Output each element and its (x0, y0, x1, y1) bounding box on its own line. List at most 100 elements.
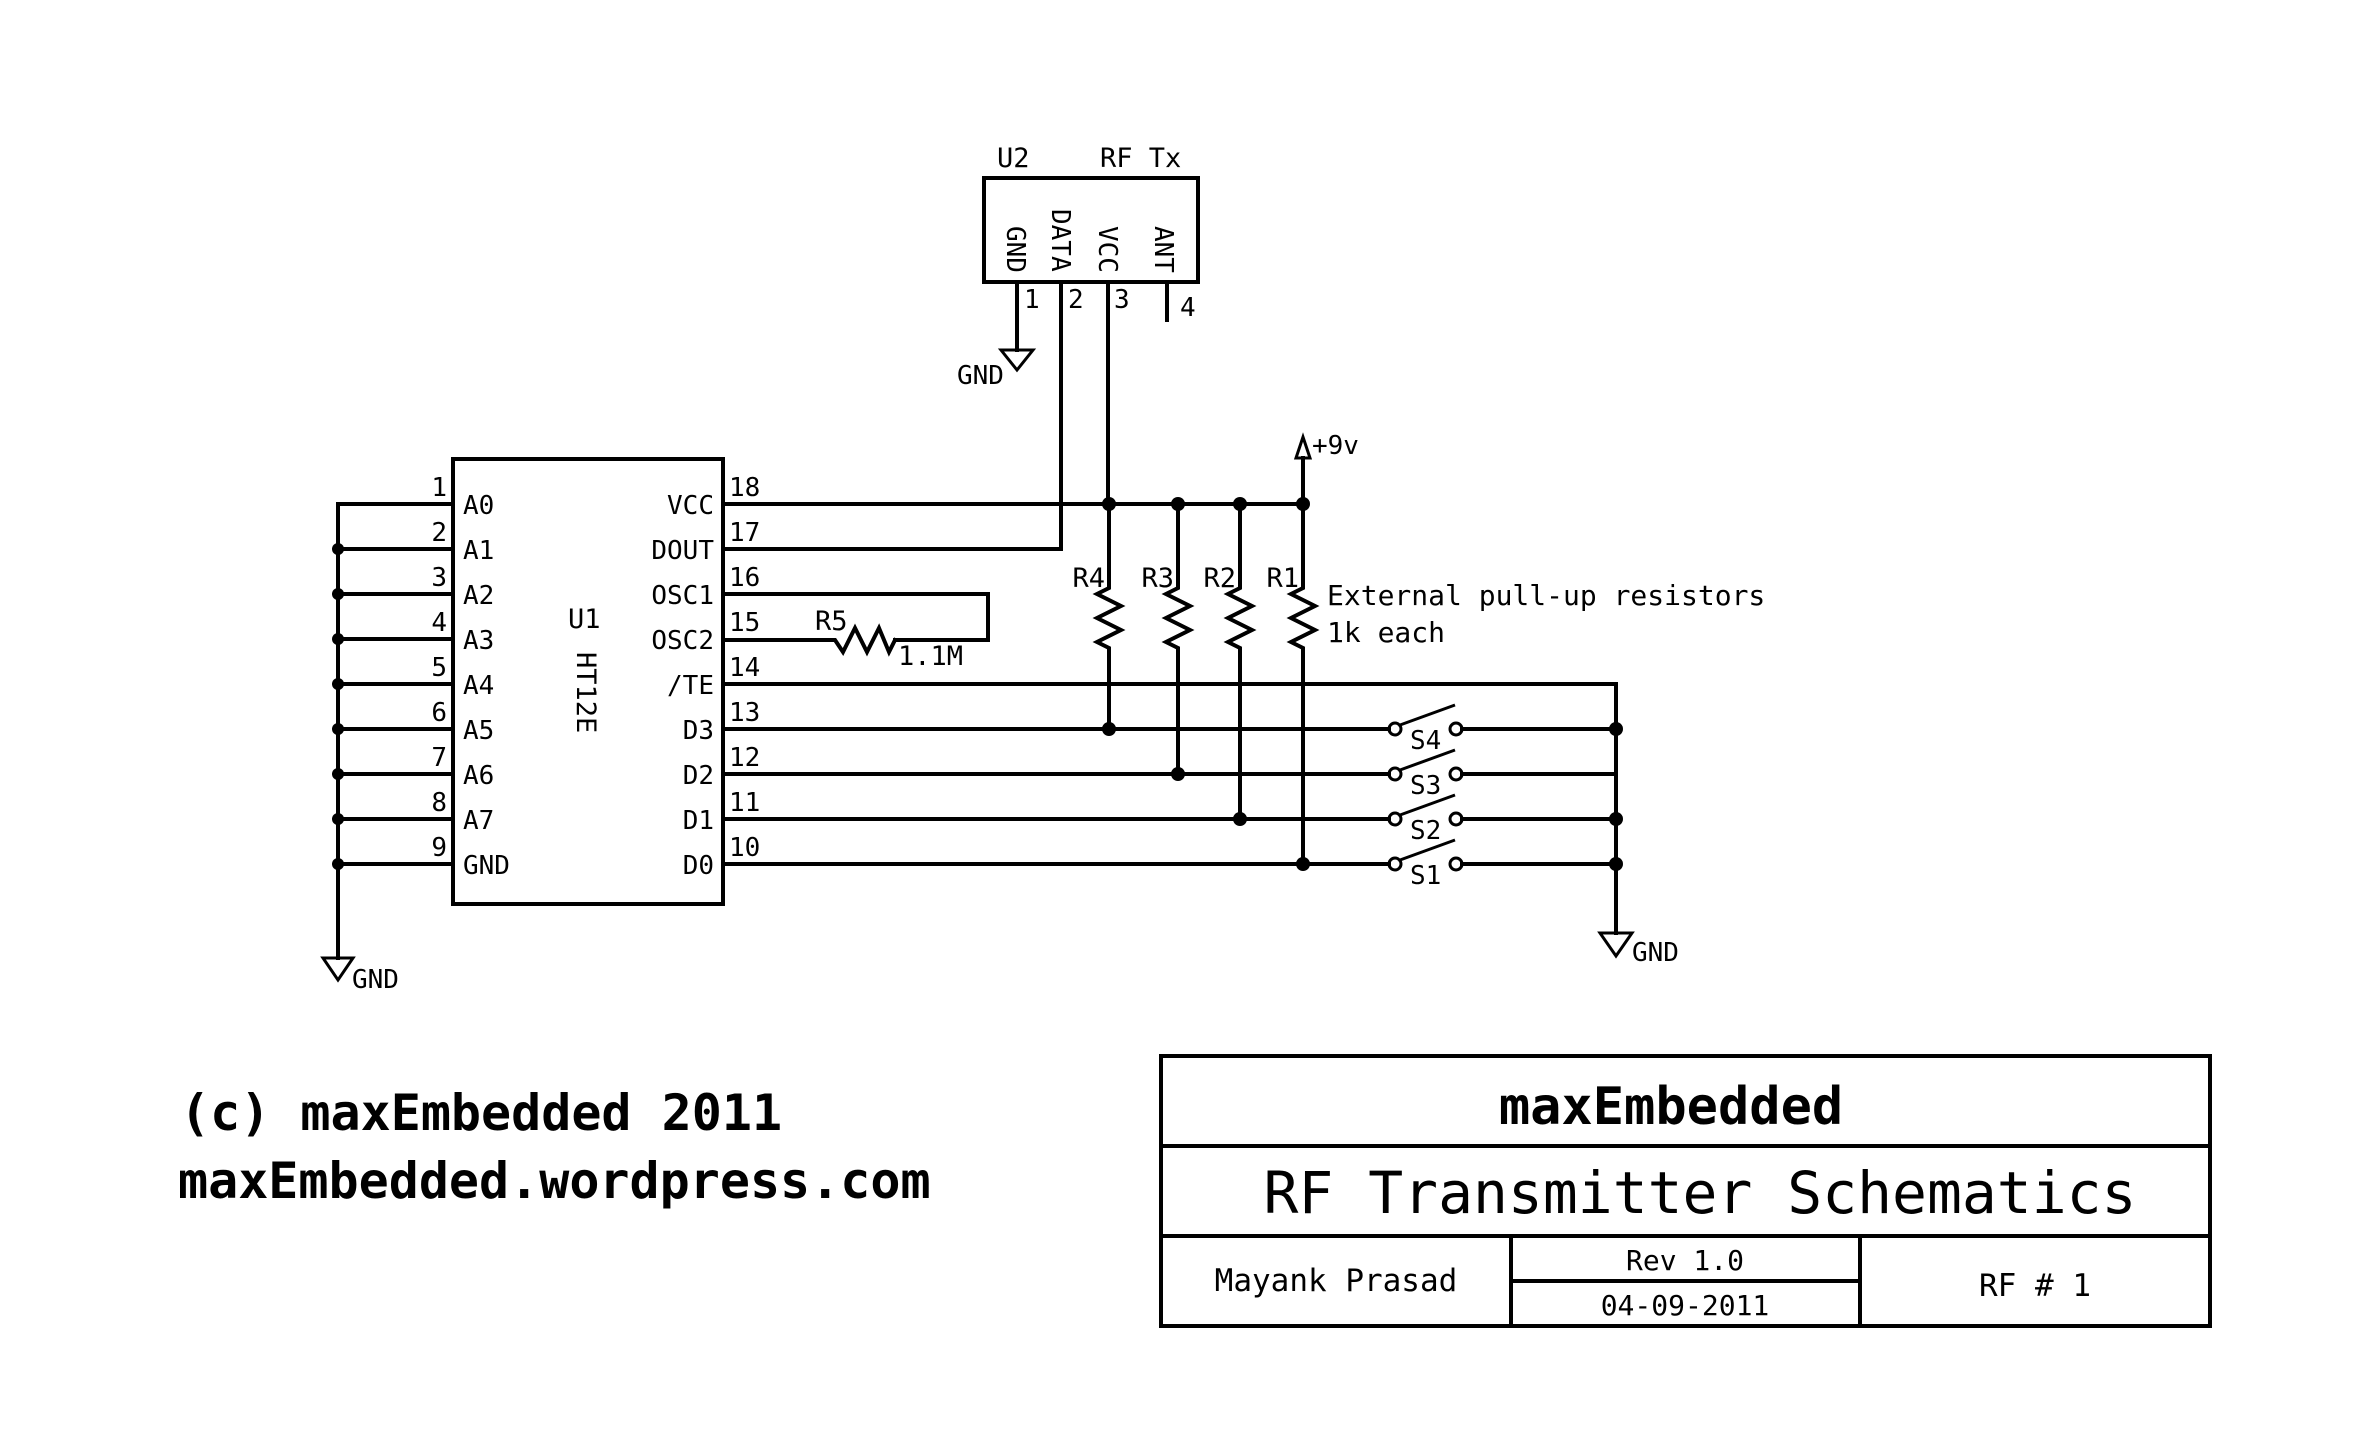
u1-part: HT12E (570, 652, 601, 733)
author-name: Mayank Prasad (1215, 1263, 1458, 1299)
switch-ref: S2 (1410, 816, 1441, 846)
r5-resistor (721, 623, 898, 657)
u1-pin-label: A2 (463, 581, 494, 611)
u1-pin-label: A1 (463, 536, 494, 566)
u1-pin-number: 1 (431, 473, 447, 503)
junction-dot (1609, 857, 1623, 871)
pullup-resistor (1161, 502, 1195, 776)
u2-rf-module: U2 RF Tx GND DATA VCC ANT 1 2 3 4 GND (957, 143, 1200, 391)
ground-icon (1597, 931, 1635, 959)
u1-pin-number: 15 (729, 608, 760, 638)
switch-contact (1387, 721, 1403, 737)
u1-pin-label: A0 (463, 491, 494, 521)
u1-pin-label: A6 (463, 761, 494, 791)
r5-ref: R5 (815, 606, 848, 637)
u1-pin-number: 12 (729, 743, 760, 773)
u1-pin-label: /TE (667, 671, 714, 701)
u1-pin-label: OSC1 (651, 581, 714, 611)
pullup-note-line1: External pull-up resistors (1327, 579, 1765, 612)
u1-pin-number: 5 (431, 653, 447, 683)
u2-gnd-label: GND (957, 361, 1004, 391)
u1-pin-number: 11 (729, 788, 760, 818)
osc1-wire (721, 592, 990, 642)
u2-ref: U2 (997, 143, 1030, 174)
u1-pin-number: 2 (431, 518, 447, 548)
left-gnd-label: GND (352, 965, 399, 995)
pullup-resistor (1286, 502, 1320, 866)
company-name: maxEmbedded (1499, 1077, 1843, 1137)
switch-ref: S1 (1410, 861, 1441, 891)
pullup-resistor (1223, 502, 1257, 821)
u1-pin-label: VCC (667, 491, 714, 521)
u1-pin-number: 8 (431, 788, 447, 818)
pullup-ref: R2 (1203, 563, 1236, 594)
title-block: maxEmbedded RF Transmitter Schematics Ma… (1159, 1054, 2212, 1328)
title-block-frame (1159, 1054, 2212, 1328)
drawing-title: RF Transmitter Schematics (1264, 1159, 2137, 1227)
u2-pin-label-vcc: VCC (1092, 226, 1122, 273)
switch-ref: S3 (1410, 771, 1441, 801)
pullup-resistor (1092, 502, 1126, 731)
u1-pin-number: 4 (431, 608, 447, 638)
u2-pin-num-1: 1 (1024, 285, 1040, 315)
u2-name: RF Tx (1100, 143, 1181, 174)
u1-pin-label: A5 (463, 716, 494, 746)
u1-pin-label: D3 (683, 716, 714, 746)
ground-icon (997, 348, 1037, 373)
pullup-note-line2: 1k each (1327, 616, 1445, 649)
u2-body (982, 176, 1200, 284)
switch-lever (1399, 793, 1456, 817)
revision: Rev 1.0 (1626, 1244, 1744, 1277)
pullup-ref: R1 (1266, 563, 1299, 594)
u1-pin-number: 3 (431, 563, 447, 593)
u1-pin-label: GND (463, 851, 510, 881)
u2-pin-num-4: 4 (1180, 293, 1196, 323)
u1-body (451, 457, 725, 906)
switch-contact (1387, 856, 1403, 872)
switch-ref: S4 (1410, 726, 1441, 756)
pullup-ref: R3 (1141, 563, 1174, 594)
u1-pin-number: 10 (729, 833, 760, 863)
junction-dot (1609, 812, 1623, 826)
switch-lever (1399, 748, 1456, 772)
drawing-date: 04-09-2011 (1601, 1289, 1770, 1322)
u1-pin-label: A3 (463, 626, 494, 656)
u1-pin-label: D0 (683, 851, 714, 881)
u1-pin-label: A7 (463, 806, 494, 836)
u2-pin-num-2: 2 (1068, 285, 1084, 315)
right-gnd-label: GND (1632, 938, 1679, 968)
te-ground-bus (721, 682, 1618, 935)
u1-pin-number: 7 (431, 743, 447, 773)
ground-icon (320, 956, 356, 983)
u2-pin-num-3: 3 (1114, 285, 1130, 315)
u1-pin-label: D1 (683, 806, 714, 836)
pullup-ref: R4 (1072, 563, 1105, 594)
switch-lever (1399, 838, 1456, 862)
u1-pin-label: OSC2 (651, 626, 714, 656)
supply-label: +9v (1312, 431, 1359, 461)
u1-pin-label: D2 (683, 761, 714, 791)
u1-pin-number: 18 (729, 473, 760, 503)
u2-pin-label-data: DATA (1045, 209, 1075, 272)
sheet-number: RF # 1 (1979, 1268, 2091, 1304)
u1-pin-number: 6 (431, 698, 447, 728)
power-arrow-icon (1293, 432, 1313, 460)
switch-contact (1387, 766, 1403, 782)
u1-pin-number: 17 (729, 518, 760, 548)
address-bus: GND (320, 502, 399, 995)
u1-pin-number: 9 (431, 833, 447, 863)
u2-pin-label-gnd: GND (1000, 226, 1030, 273)
u1-pin-number: 13 (729, 698, 760, 728)
website-text: maxEmbedded.wordpress.com (178, 1152, 931, 1210)
copyright-text: (c) maxEmbedded 2011 (180, 1084, 782, 1142)
u1-ref: U1 (568, 604, 601, 635)
u1-pin-number: 14 (729, 653, 760, 683)
r5-value: 1.1M (898, 641, 963, 672)
u1-pin-label: A4 (463, 671, 494, 701)
u1-pin-label: DOUT (651, 536, 714, 566)
junction-dot (1609, 722, 1623, 736)
dout-data-wire (721, 316, 1063, 551)
switch-contact (1387, 811, 1403, 827)
